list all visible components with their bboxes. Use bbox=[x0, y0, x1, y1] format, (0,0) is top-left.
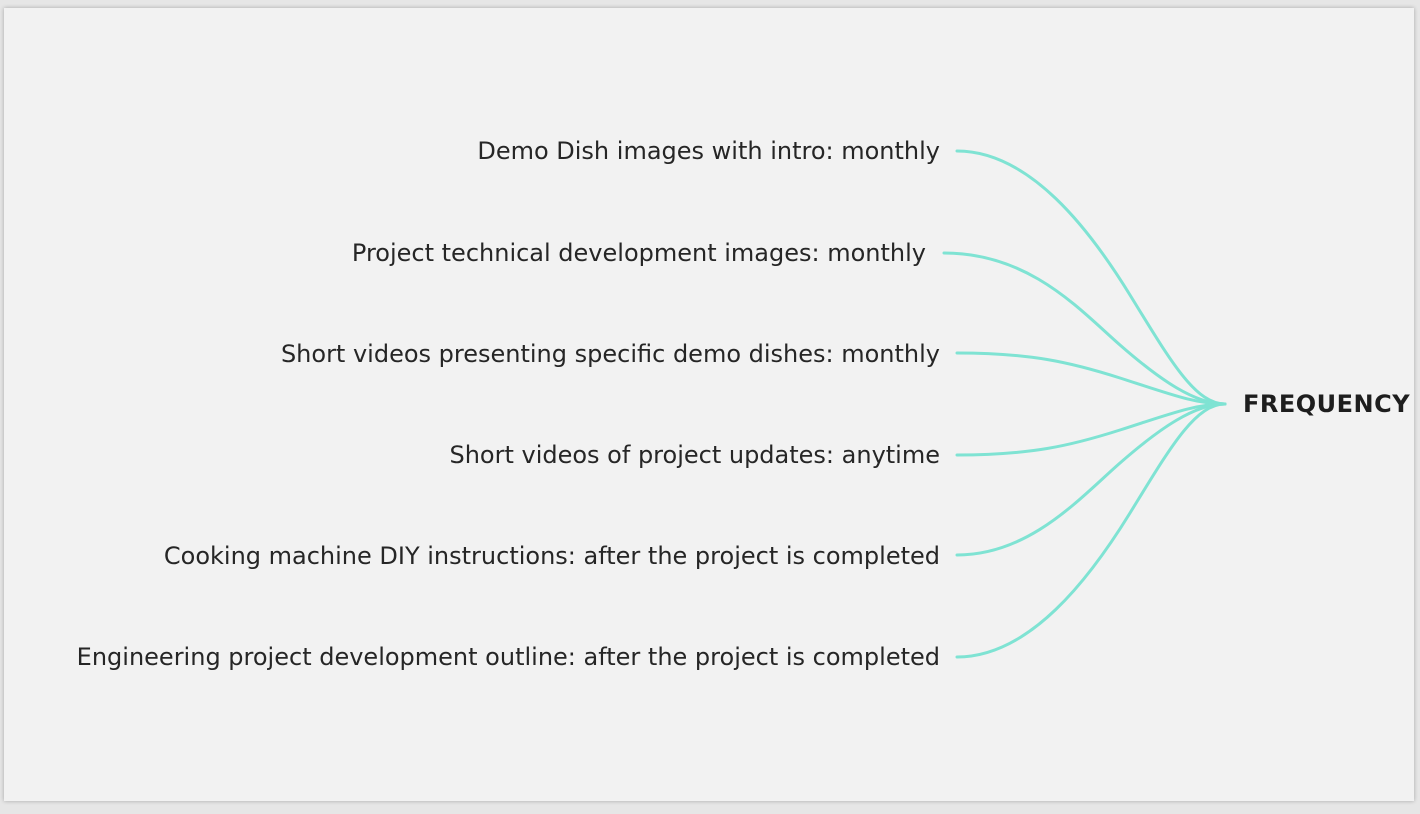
branch-label-development-outline[interactable]: Engineering project development outline:… bbox=[76, 643, 940, 671]
mindmap-canvas bbox=[4, 8, 1414, 801]
branch-label-diy-instructions[interactable]: Cooking machine DIY instructions: after … bbox=[163, 542, 940, 570]
root-node-frequency[interactable]: FREQUENCY bbox=[1243, 390, 1411, 418]
branch-label-demo-dish-videos[interactable]: Short videos presenting specific demo di… bbox=[280, 340, 940, 368]
branch-label-technical-development-images[interactable]: Project technical development images: mo… bbox=[351, 239, 926, 267]
branch-label-demo-dish-images[interactable]: Demo Dish images with intro: monthly bbox=[477, 137, 940, 165]
branch-label-project-update-videos[interactable]: Short videos of project updates: anytime bbox=[449, 441, 940, 469]
